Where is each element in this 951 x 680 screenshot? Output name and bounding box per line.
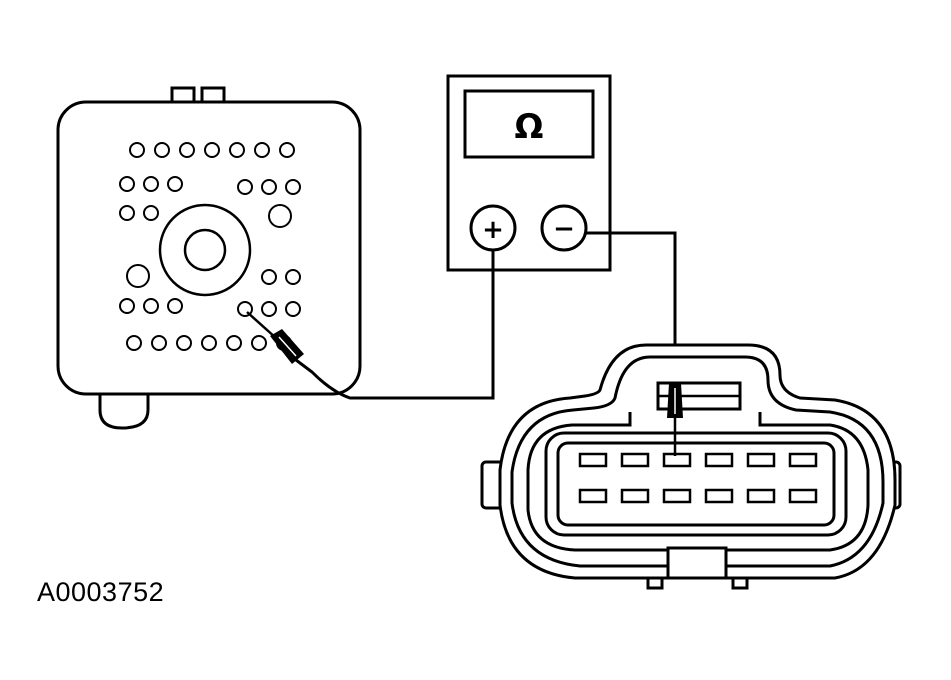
connector xyxy=(480,343,902,590)
module-probe-highlight xyxy=(278,336,297,357)
figure-id: A0003752 xyxy=(37,577,165,607)
module-pin xyxy=(154,142,170,158)
module-body xyxy=(56,100,362,396)
connector-cavity xyxy=(620,452,650,468)
connector-cavity xyxy=(746,488,776,504)
module-probe xyxy=(246,311,304,364)
module-pin xyxy=(143,298,159,314)
connector-cavity xyxy=(620,488,650,504)
module-pin xyxy=(204,142,220,158)
module-pin xyxy=(251,335,267,351)
module-pin xyxy=(126,335,142,351)
module-pin xyxy=(237,179,253,195)
module-pin xyxy=(119,176,135,192)
connector-cavity-frame xyxy=(556,441,836,527)
connector-cavity xyxy=(578,452,608,468)
module-pins xyxy=(119,142,301,351)
module-pin xyxy=(285,301,301,317)
connector-cavities-row-2 xyxy=(578,488,818,504)
connector-probe xyxy=(667,383,683,456)
multimeter: Ω + − xyxy=(446,74,612,272)
module-pin-large xyxy=(268,204,292,228)
module-pin xyxy=(261,269,277,285)
positive-terminal-label: + xyxy=(482,215,504,245)
positive-test-lead xyxy=(295,250,495,400)
module-pin xyxy=(261,179,277,195)
ohm-symbol: Ω xyxy=(515,107,544,147)
module-pin xyxy=(279,142,295,158)
connector-cavities-row-1 xyxy=(578,452,818,468)
connector-cavity xyxy=(788,452,818,468)
module-pin xyxy=(176,335,192,351)
module-pin xyxy=(119,298,135,314)
connector-cavity xyxy=(788,488,818,504)
module-pin xyxy=(143,176,159,192)
module-pin xyxy=(179,142,195,158)
module-pin xyxy=(254,142,270,158)
connector-cavity-test xyxy=(662,452,692,468)
module-pin xyxy=(151,335,167,351)
connector-housing-outer xyxy=(498,343,897,580)
connector-cavity xyxy=(662,488,692,504)
module-pin xyxy=(143,205,159,221)
module-pin xyxy=(226,335,242,351)
module-bottom-tab xyxy=(98,392,150,430)
module-pin xyxy=(261,301,277,317)
connector-mating-face xyxy=(544,431,848,537)
module-probe-tip xyxy=(246,311,277,339)
test-leads xyxy=(295,231,677,400)
module xyxy=(56,86,362,430)
module-pin xyxy=(167,176,183,192)
module-pin-test xyxy=(237,301,253,317)
connector-cavity xyxy=(746,452,776,468)
module-center-ring xyxy=(158,203,252,297)
connector-bottom-latch xyxy=(666,546,728,580)
connector-cavity xyxy=(704,452,734,468)
module-center-hole xyxy=(183,228,227,272)
connector-housing-mid xyxy=(510,355,885,568)
module-pin xyxy=(285,179,301,195)
module-pin xyxy=(129,142,145,158)
module-pin xyxy=(167,298,183,314)
module-pin xyxy=(285,269,301,285)
module-pin xyxy=(119,205,135,221)
connector-cavity xyxy=(704,488,734,504)
multimeter-display xyxy=(463,89,595,159)
connector-cavity xyxy=(578,488,608,504)
negative-terminal-label: − xyxy=(553,214,575,244)
module-pin xyxy=(201,335,217,351)
module-pin xyxy=(229,142,245,158)
module-pin-large xyxy=(126,264,150,288)
negative-terminal xyxy=(540,204,588,252)
negative-test-lead xyxy=(586,231,677,385)
